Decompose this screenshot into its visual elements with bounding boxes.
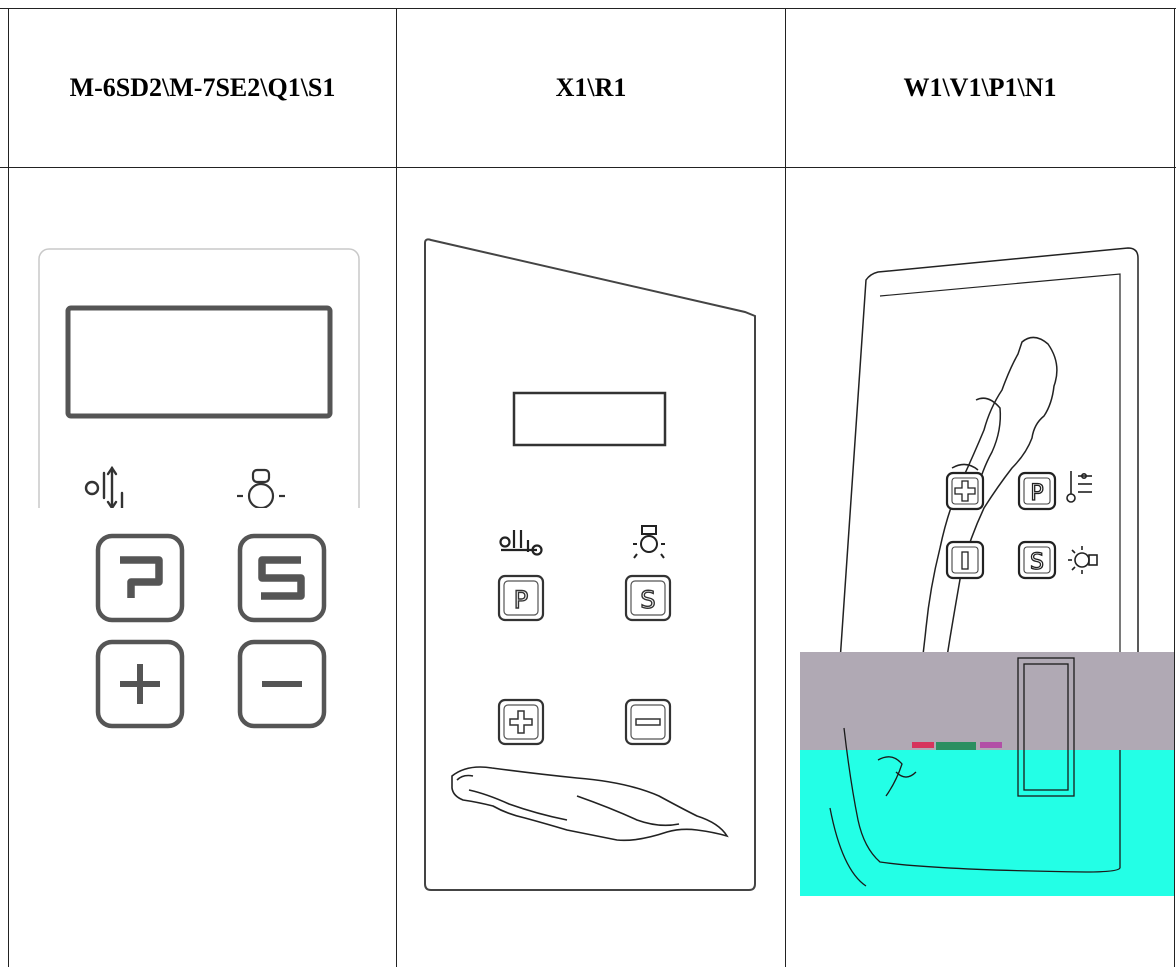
overlay-artifact-green	[936, 742, 976, 750]
plus-key[interactable]	[95, 639, 185, 729]
header-model-group-3: W1\V1\P1\N1	[903, 72, 1057, 102]
table-border-top	[0, 8, 1176, 9]
control-panel-c: P S	[786, 168, 1174, 967]
table-header-divider	[0, 167, 1176, 168]
overlay-block-gray	[800, 652, 1174, 750]
panel-c-display	[1017, 657, 1075, 797]
table-border-left	[8, 8, 9, 967]
i-key[interactable]	[945, 540, 985, 580]
header-model-group-1: M-6SD2\M-7SE2\Q1\S1	[69, 72, 336, 102]
lamp-icon	[1068, 546, 1098, 574]
p-key[interactable]	[95, 533, 185, 623]
svg-text:S: S	[1030, 550, 1044, 575]
s-key[interactable]: S	[1017, 540, 1057, 580]
needle-position-icon	[499, 530, 543, 556]
minus-key[interactable]	[237, 639, 327, 729]
needle-position-icon	[1066, 471, 1092, 503]
svg-text:S: S	[640, 586, 655, 614]
minus-key[interactable]	[624, 698, 672, 746]
overlay-artifact-violet	[980, 742, 1002, 748]
overlay-block-cyan	[800, 750, 1174, 896]
p-key[interactable]: P	[1017, 471, 1057, 511]
header-model-group-2: X1\R1	[555, 72, 627, 102]
s-key[interactable]	[237, 533, 327, 623]
lamp-icon	[633, 525, 665, 559]
panel-a-display	[65, 305, 333, 419]
control-panel-a	[9, 168, 396, 967]
jaguar-logo	[451, 766, 729, 842]
panel-b-display	[512, 391, 667, 447]
s-key[interactable]: S	[624, 574, 672, 622]
plus-key[interactable]	[497, 698, 545, 746]
overlay-artifact-red	[912, 742, 934, 748]
plus-key[interactable]	[945, 471, 985, 511]
p-key[interactable]: P	[497, 574, 545, 622]
panel-b-housing	[424, 238, 756, 891]
control-panel-b: P S	[397, 168, 785, 967]
table-divider-2	[785, 8, 786, 967]
svg-text:P: P	[1030, 481, 1043, 506]
table-divider-1	[396, 8, 397, 967]
svg-text:P: P	[514, 586, 528, 614]
table-border-right	[1174, 8, 1175, 967]
